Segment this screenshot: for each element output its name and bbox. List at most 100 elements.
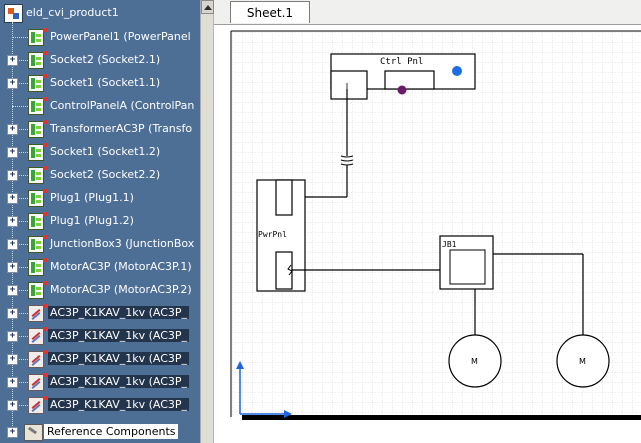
tree-connector <box>12 336 30 337</box>
scroll-thumb[interactable] <box>201 14 214 443</box>
tree-connector <box>12 83 30 84</box>
tree-item-label: AC3P_K1KAV_1kv (AC3P_ <box>48 329 190 342</box>
tree-item-label: Plug1 (Plug1.2) <box>50 214 134 227</box>
motor-1-label: M <box>471 357 478 366</box>
tree-item[interactable]: +AC3P_K1KAV_1kv (AC3P_ <box>0 372 200 394</box>
expand-icon[interactable]: + <box>7 55 18 66</box>
expand-icon[interactable]: + <box>7 400 18 411</box>
tree-item[interactable]: + Socket1 (Socket1.2) <box>0 142 200 164</box>
tree-item[interactable]: + Socket2 (Socket2.2) <box>0 165 200 187</box>
status-mark-icon <box>43 74 47 78</box>
device-icon <box>28 51 47 69</box>
junction-box-symbol[interactable]: JB1 <box>439 235 494 290</box>
status-mark-icon <box>43 28 47 32</box>
tree-connector <box>12 405 30 406</box>
tree-connector <box>12 198 30 199</box>
device-icon <box>28 212 47 230</box>
expand-icon[interactable]: + <box>7 239 18 250</box>
power-panel-symbol[interactable]: PwrPnl <box>256 179 306 292</box>
expand-icon[interactable]: + <box>7 124 18 135</box>
tree-root[interactable]: eld_cvi_product1 <box>0 0 200 26</box>
connection-point-dot[interactable] <box>397 85 407 95</box>
schematic-sheet[interactable]: Ctrl Pnl PwrPnl JB1 <box>214 25 641 443</box>
control-panel-symbol[interactable]: Ctrl Pnl <box>330 53 476 100</box>
expand-icon[interactable]: + <box>7 308 18 319</box>
status-mark-icon <box>43 304 47 308</box>
status-mark-icon <box>43 51 47 55</box>
status-mark-icon <box>43 396 47 400</box>
tab-sheet-1[interactable]: Sheet.1 <box>230 1 310 23</box>
tree-root-label: eld_cvi_product1 <box>26 6 119 19</box>
tree-item-label: Socket2 (Socket2.2) <box>50 168 161 181</box>
reference-components-icon <box>24 424 43 441</box>
cable-icon <box>28 396 47 414</box>
scroll-up-button[interactable] <box>201 0 214 14</box>
tree-item[interactable]: +Socket2 (Socket2.1) <box>0 50 200 72</box>
reference-components-node[interactable]: + Reference Components <box>0 421 200 443</box>
product-tree[interactable]: eld_cvi_product1 PowerPanel1 (PowerPanel… <box>0 0 200 443</box>
status-mark-icon <box>43 143 47 147</box>
tree-item[interactable]: ControlPanelA (ControlPan <box>0 96 200 118</box>
device-icon <box>28 97 47 115</box>
tree-item[interactable]: +Socket1 (Socket1.1) <box>0 73 200 95</box>
device-icon <box>28 120 47 138</box>
device-icon <box>28 235 47 253</box>
tree-item-label: TransformerAC3P (Transfo <box>50 122 193 135</box>
tree-connector <box>12 290 30 291</box>
tree-connector <box>12 175 30 176</box>
expand-icon[interactable]: + <box>7 285 18 296</box>
tree-item[interactable]: + MotorAC3P (MotorAC3P.1) <box>0 257 200 279</box>
tree-connector <box>12 359 30 360</box>
motor-wires[interactable] <box>474 253 584 335</box>
expand-icon[interactable]: + <box>7 377 18 388</box>
tree-item[interactable]: +MotorAC3P (MotorAC3P.2) <box>0 280 200 302</box>
expand-icon[interactable]: + <box>7 170 18 181</box>
ctrl-point-dot[interactable] <box>452 66 462 76</box>
cable-icon <box>28 304 47 322</box>
status-mark-icon <box>43 97 47 101</box>
tree-item[interactable]: + TransformerAC3P (Transfo <box>0 119 200 141</box>
cable-icon <box>28 327 47 345</box>
tree-item[interactable]: +AC3P_K1KAV_1kv (AC3P_ <box>0 349 200 371</box>
product-icon <box>4 4 23 23</box>
expand-icon[interactable]: + <box>7 216 18 227</box>
expand-icon[interactable]: + <box>7 78 18 89</box>
device-icon <box>28 74 47 92</box>
tree-item[interactable]: + Plug1 (Plug1.1) <box>0 188 200 210</box>
tree-connector-line <box>12 22 13 432</box>
motor-1-symbol[interactable]: M <box>448 334 502 388</box>
motor-2-label: M <box>579 357 586 366</box>
expand-icon[interactable]: + <box>7 331 18 342</box>
sheet-frame-bottom <box>242 415 641 420</box>
device-icon <box>28 281 47 299</box>
tree-item[interactable]: +AC3P_K1KAV_1kv (AC3P_ <box>0 395 200 417</box>
tree-scrollbar[interactable] <box>200 0 215 443</box>
tree-item-label: MotorAC3P (MotorAC3P.1) <box>50 260 192 273</box>
expand-icon[interactable]: + <box>7 193 18 204</box>
status-mark-icon <box>43 212 47 216</box>
motor-2-symbol[interactable]: M <box>556 334 610 388</box>
tree-item[interactable]: + AC3P_K1KAV_1kv (AC3P_ <box>0 326 200 348</box>
expand-icon[interactable]: + <box>7 262 18 273</box>
expand-icon[interactable]: + <box>7 147 18 158</box>
expand-icon[interactable]: + <box>7 427 18 438</box>
tree-connector <box>12 267 30 268</box>
tree-item-label: AC3P_K1KAV_1kv (AC3P_ <box>48 306 190 319</box>
tree-item-label: Socket1 (Socket1.2) <box>50 145 161 158</box>
drawing-canvas[interactable]: Ctrl Pnl PwrPnl JB1 <box>214 25 641 443</box>
device-icon <box>28 28 47 46</box>
status-mark-icon <box>43 189 47 193</box>
expand-icon[interactable]: + <box>7 354 18 365</box>
axis-indicator <box>236 361 292 418</box>
tree-connector <box>12 221 30 222</box>
tree-item-label: Plug1 (Plug1.1) <box>50 191 134 204</box>
tree-item[interactable]: +JunctionBox3 (JunctionBox <box>0 234 200 256</box>
tree-item[interactable]: + Plug1 (Plug1.2) <box>0 211 200 233</box>
cable-icon <box>28 373 47 391</box>
status-mark-icon <box>43 327 47 331</box>
tree-connector <box>12 129 30 130</box>
tree-item[interactable]: PowerPanel1 (PowerPanel <box>0 27 200 49</box>
tree-connector <box>12 244 30 245</box>
tree-item[interactable]: + AC3P_K1KAV_1kv (AC3P_ <box>0 303 200 325</box>
tree-item-label: ControlPanelA (ControlPan <box>50 99 195 112</box>
